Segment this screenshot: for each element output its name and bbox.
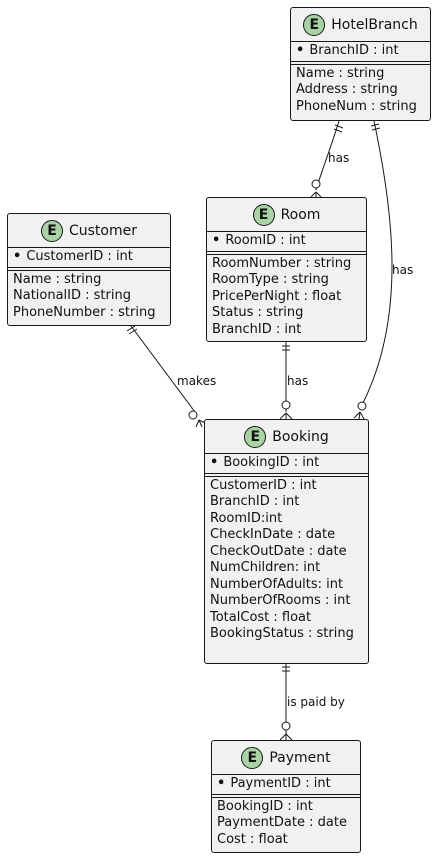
entity-attribute: PhoneNum : string	[296, 98, 417, 114]
entity-attribute: Status : string	[212, 305, 304, 320]
entity-attribute: NumberOfAdults: int	[210, 576, 344, 592]
entity-attribute	[210, 643, 363, 660]
primary-key-section: PaymentID : int	[212, 775, 360, 794]
primary-key-section: CustomerID : int	[8, 248, 170, 267]
entity-icon: E	[303, 13, 326, 36]
entity-attribute: BranchID : int	[212, 321, 302, 337]
edge-hotelbranch-booking	[361, 120, 393, 406]
entity-attribute: NumberOfRooms : int	[210, 593, 351, 608]
entity-divider-double	[212, 793, 360, 798]
entity-name: Booking	[272, 428, 329, 445]
entity-icon: E	[241, 746, 264, 769]
primary-key-attribute: CustomerID : int	[13, 249, 165, 266]
entity-attribute: BookingID : int	[217, 798, 313, 814]
entity-attribute: CustomerID : int	[210, 477, 317, 493]
edge-label-hotelbranch-room: has	[328, 151, 350, 165]
edge-customer-booking	[130, 325, 196, 413]
primary-key-section: BookingID : int	[205, 454, 368, 473]
entity-attribute: PhoneNumber : string	[13, 304, 156, 320]
entity-name: Customer	[68, 222, 137, 239]
entity-attribute: PricePerNight : float	[212, 288, 342, 304]
entity-divider	[291, 41, 430, 42]
entity-header: E Room	[207, 198, 366, 231]
entity-attribute: Name : string	[296, 65, 385, 81]
entity-name: Payment	[269, 749, 331, 766]
entity-attribute: BookingStatus : string	[210, 626, 354, 641]
entity-name: HotelBranch	[331, 16, 418, 33]
primary-key-attribute: BookingID : int	[210, 455, 363, 472]
entity-divider	[8, 247, 170, 248]
entity-header: E Customer	[8, 214, 170, 247]
entity-attribute: RoomNumber : string	[212, 255, 352, 271]
entity-attribute: Name : string	[13, 271, 102, 287]
entity-attribute: NationalID : string	[13, 288, 131, 303]
entity-attribute: CheckOutDate : date	[210, 543, 347, 559]
edge-label-customer-booking: makes	[177, 374, 217, 388]
entity-header: E Payment	[212, 741, 360, 774]
entity-attribute: BranchID : int	[210, 494, 300, 509]
entity-icon: E	[252, 203, 275, 226]
entity-divider	[207, 231, 366, 232]
entity-attribute: TotalCost : float	[210, 609, 312, 625]
entity-attribute: RoomType : string	[212, 272, 329, 287]
primary-key-attribute: BranchID : int	[296, 43, 425, 60]
entity-icon: E	[244, 425, 267, 448]
entity-header: E Booking	[205, 420, 368, 453]
entity-name: Room	[280, 206, 321, 223]
entity-divider	[212, 774, 360, 775]
entity-icon: E	[40, 219, 63, 242]
entity-divider-double	[291, 60, 430, 65]
entity-divider	[205, 453, 368, 454]
entity-divider-double	[8, 266, 170, 271]
entity-attribute: NumChildren: int	[210, 560, 321, 575]
entity-attribute: CheckInDate : date	[210, 527, 336, 542]
edge-label-hotelbranch-booking: has	[392, 263, 414, 277]
entity-attribute: RoomID:int	[210, 510, 283, 526]
entity-divider-double	[205, 472, 368, 477]
primary-key-section: RoomID : int	[207, 232, 366, 251]
primary-key-section: BranchID : int	[291, 42, 430, 61]
entity-attribute: Address : string	[296, 82, 398, 97]
edge-label-room-booking: has	[287, 374, 309, 388]
entity-header: E HotelBranch	[291, 8, 430, 41]
entity-attribute: PaymentDate : date	[217, 815, 347, 830]
entity-attribute: Cost : float	[217, 831, 288, 847]
primary-key-attribute: PaymentID : int	[217, 776, 355, 793]
entity-divider-double	[207, 250, 366, 255]
edge-label-booking-payment: is paid by	[287, 695, 345, 709]
primary-key-attribute: RoomID : int	[212, 233, 361, 250]
